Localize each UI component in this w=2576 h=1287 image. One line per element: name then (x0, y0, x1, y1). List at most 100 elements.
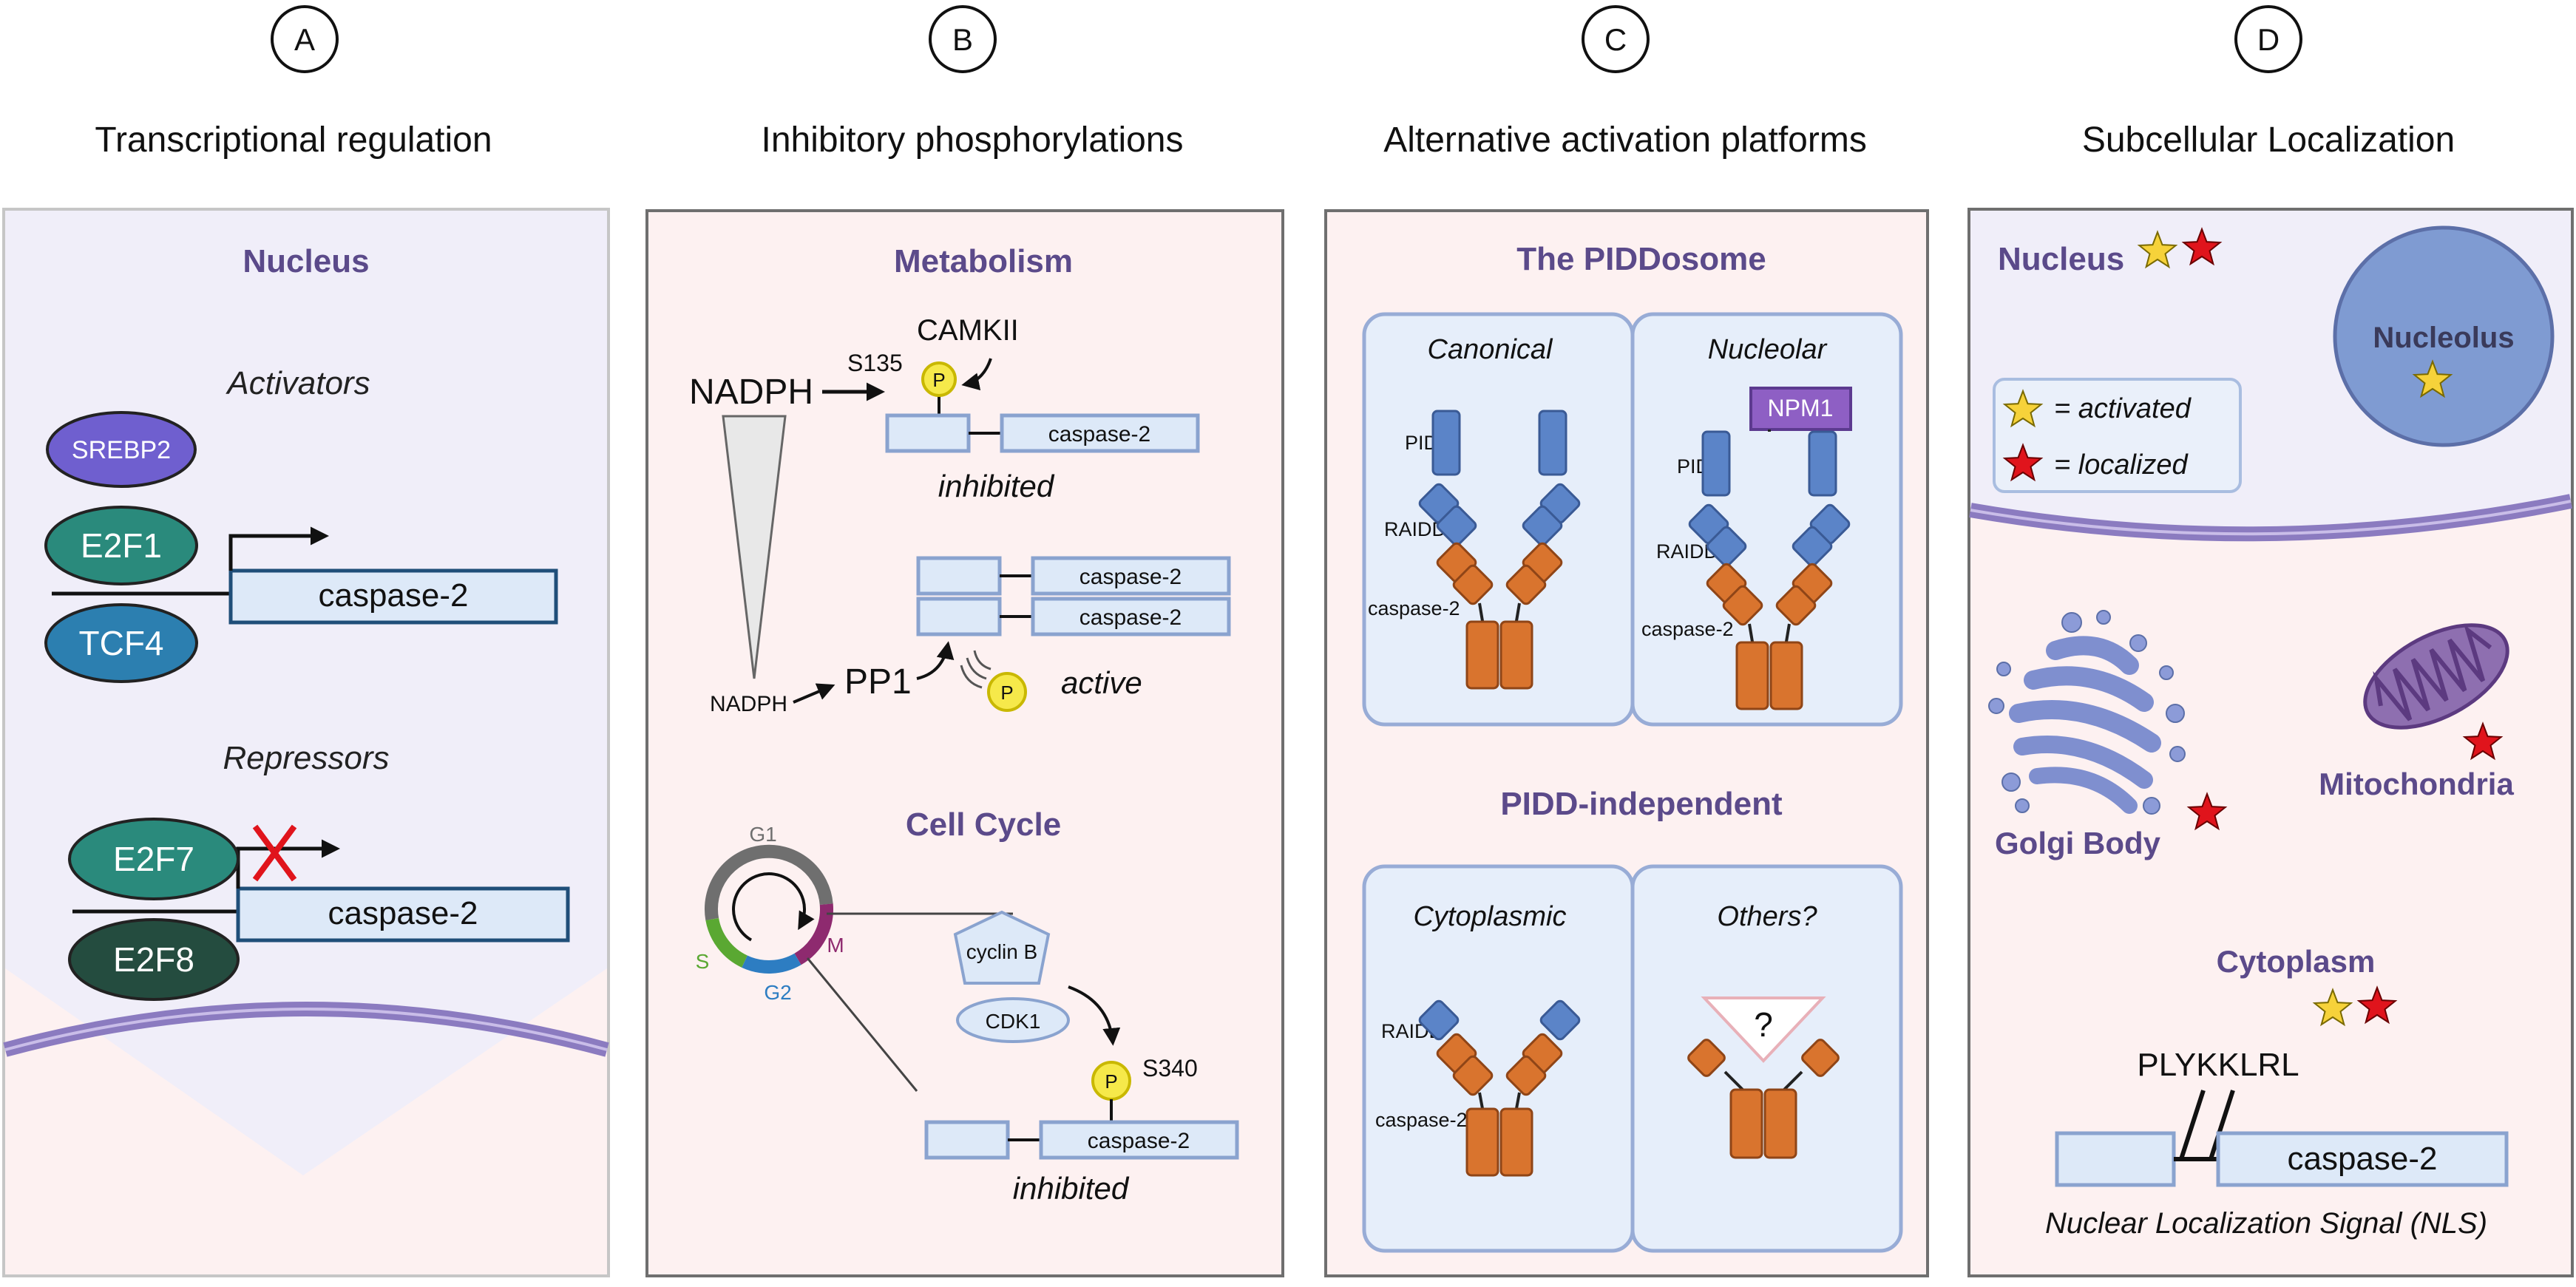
panel-letter-b: B (952, 22, 973, 57)
nadph-large-label: NADPH (689, 373, 813, 412)
transcription-arrow-2 (236, 839, 340, 889)
pp1-label: PP1 (844, 662, 912, 702)
e2f8-label: E2F8 (113, 940, 194, 979)
panel-header-d: D Subcellular Localization (2082, 5, 2455, 160)
e2f1-protein (44, 506, 198, 585)
caspase-box-active-2 (1031, 597, 1231, 636)
g1-phase-arc (704, 844, 833, 921)
piddosome-nucleolar-complex (1688, 429, 1851, 710)
phospho-label-2: P (1000, 682, 1013, 704)
m-label: M (827, 934, 844, 957)
cell-cycle-wheel (704, 844, 833, 974)
caspase-label-d: caspase-2 (2287, 1141, 2437, 1177)
golgi-body-icon (2009, 636, 2161, 814)
activators-label: Activators (225, 365, 370, 401)
card-domain (1452, 1055, 1494, 1096)
pidd-domain (1701, 430, 1731, 497)
phospho-label-1: P (932, 369, 945, 391)
golgi-vesicles (1988, 610, 2186, 815)
golgi-label: Golgi Body (1995, 826, 2161, 860)
gene-label-1: caspase-2 (318, 577, 468, 614)
mitochondria-icon (2363, 623, 2509, 730)
nucleolus-label: Nucleolus (2373, 322, 2514, 354)
npm1-label: NPM1 (1768, 395, 1834, 421)
nls-sequence-label: PLYKKLRL (2137, 1047, 2299, 1083)
caspase-2-unit (1763, 1088, 1797, 1159)
nucleolus-activated-star (2412, 359, 2453, 398)
gene-box-2 (236, 886, 570, 943)
e2f1-label: E2F1 (81, 526, 162, 565)
panel-a: Nucleus Activators SREBP2 caspase-2 E2F1… (2, 208, 610, 1277)
metabolism-title: Metabolism (894, 243, 1073, 279)
e2f7-label: E2F7 (113, 840, 194, 878)
others-complex (1687, 1039, 1840, 1159)
release-motion-lines (960, 650, 992, 689)
m-phase-arc (794, 903, 833, 965)
panel-b-frame (645, 209, 1284, 1277)
nucleus-localized-star (2181, 227, 2223, 266)
nucleolar-label: Nucleolar (1708, 334, 1828, 365)
transcription-arrow-1 (228, 526, 329, 571)
mitochondria-localized-star (2462, 721, 2504, 761)
piddosome-canonical-complex (1418, 410, 1581, 690)
cdk1-arrow (1068, 985, 1121, 1046)
s-label: S (696, 950, 710, 973)
card-domain (1687, 1039, 1726, 1077)
caspase-label-inhibited-1: caspase-2 (1048, 422, 1150, 446)
cytoplasm-localized-star (2356, 985, 2398, 1025)
gene-box-1 (228, 568, 558, 625)
caspase-label-c3: caspase-2 (1375, 1109, 1468, 1131)
repressors-label: Repressors (223, 740, 390, 776)
card-domain (1801, 1039, 1840, 1077)
caspase-label-c1: caspase-2 (1368, 597, 1460, 619)
s340-label: S340 (1142, 1055, 1198, 1081)
card-domain (1505, 564, 1547, 605)
caspase-label-active-1: caspase-2 (1079, 565, 1182, 589)
death-domain (1792, 526, 1833, 567)
unknown-adaptor-shape (1701, 996, 1826, 1063)
pp1-arrow (916, 641, 955, 680)
tcf4-label: TCF4 (79, 624, 164, 662)
death-domain (1418, 999, 1460, 1041)
canonical-label: Canonical (1428, 334, 1554, 365)
cycle-direction-arrow (732, 872, 815, 942)
pidd-domain (1808, 430, 1837, 497)
caspase-label-c2: caspase-2 (1641, 618, 1734, 640)
zoom-line-bottom (806, 957, 918, 1092)
panel-title-d: Subcellular Localization (2082, 120, 2455, 160)
piddosome-title: The PIDDosome (1516, 241, 1766, 277)
phospho-label-3: P (1105, 1070, 1117, 1093)
panel-title-c: Alternative activation platforms (1383, 120, 1867, 160)
nadph-gradient-wedge (722, 415, 787, 679)
panel-title-a: Transcriptional regulation (95, 120, 492, 160)
caspase-label-inhibited-2: caspase-2 (1088, 1129, 1190, 1153)
gene-label-2: caspase-2 (328, 895, 478, 931)
death-domain (1706, 526, 1747, 567)
panel-title-b: Inhibitory phosphorylations (761, 120, 1183, 160)
panel-b: Metabolism NADPH S135 CAMKII P caspase-2… (645, 209, 1284, 1277)
card-domain (1775, 585, 1817, 626)
nadph-pp1-arrow (793, 683, 835, 704)
legend-activated-label: = activated (2054, 393, 2192, 424)
nucleus-activated-star (2137, 230, 2178, 269)
caspase-label-active-2: caspase-2 (1079, 605, 1182, 630)
nadph-small-label: NADPH (710, 692, 787, 716)
panel-header-c: C Alternative activation platforms (1383, 5, 1867, 160)
cyclin-b-label: cyclin B (966, 940, 1037, 963)
question-mark: ? (1754, 1005, 1773, 1044)
panel-letter-circle-c (1582, 5, 1650, 73)
legend-activated-star (2002, 389, 2044, 428)
camkii-label: CAMKII (917, 314, 1019, 347)
s-phase-arc (705, 917, 748, 968)
prodomain-box-2 (916, 556, 1002, 596)
caspase-2-unit (1465, 620, 1499, 690)
pidd-domain (1431, 410, 1461, 476)
panel-d: Nucleus Nucleolus = activated = localize… (1967, 208, 2574, 1277)
cytoplasm-label: Cytoplasm (2217, 944, 2376, 979)
panel-letter-c: C (1604, 22, 1627, 57)
caspase-box-active-1 (1031, 556, 1231, 596)
caspase-box-inhibited-2 (1039, 1120, 1239, 1160)
panel-letter-circle-d (2234, 5, 2302, 73)
mitochondria-label: Mitochondria (2319, 767, 2514, 801)
